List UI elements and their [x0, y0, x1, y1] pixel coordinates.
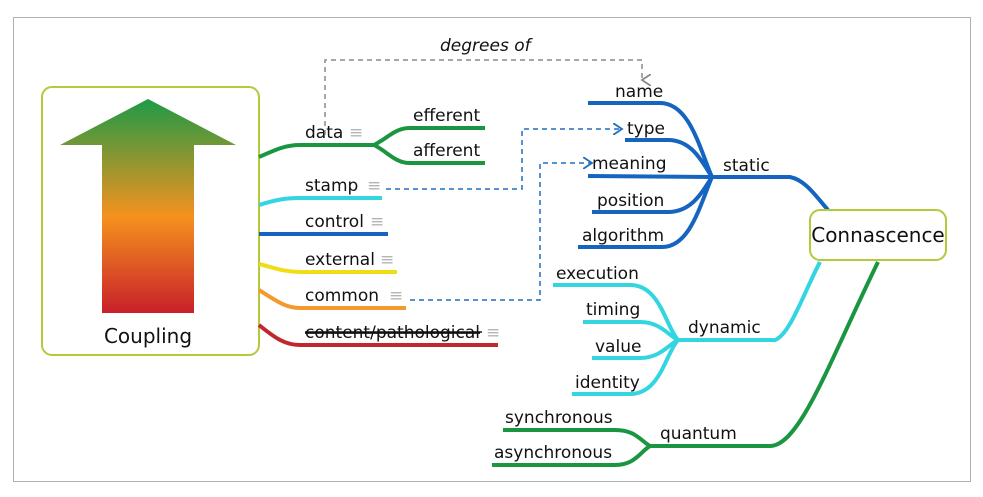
static-item-name: name	[615, 82, 663, 102]
branch-meaning	[587, 174, 713, 179]
stamp-to-type-link	[386, 129, 622, 190]
coupling-title: Coupling	[104, 324, 192, 348]
branch-dynamic	[678, 261, 822, 342]
note-icon: ≡	[370, 212, 384, 232]
branch-afferent	[373, 143, 485, 165]
connascence-title: Connascence	[811, 223, 945, 247]
static-item-meaning: meaning	[592, 154, 667, 174]
coupling-type-efferent: efferent	[413, 106, 480, 126]
coupling-type-common: common	[305, 286, 379, 306]
branch-static	[712, 175, 830, 212]
static-item-type: type	[627, 119, 665, 139]
dynamic-item-value: value	[595, 337, 641, 357]
coupling-type-data: data	[305, 123, 343, 143]
coupling-type-control: control	[305, 212, 364, 232]
branch-content	[257, 323, 498, 347]
branch-algorithm	[578, 176, 714, 249]
branch-name	[588, 101, 714, 178]
connascence-box	[809, 209, 947, 261]
note-icon: ≡	[486, 323, 500, 343]
up-arrow-gradient-icon	[60, 99, 236, 313]
branch-asynchronous	[492, 444, 652, 467]
branch-quantum	[650, 261, 880, 448]
coupling-type-afferent: afferent	[413, 141, 480, 161]
branch-type	[625, 138, 714, 179]
dynamic-item-identity: identity	[575, 373, 640, 393]
static-label: static	[723, 156, 770, 176]
branch-efferent	[373, 126, 485, 147]
branch-identity	[572, 338, 680, 396]
diagram-frame	[13, 17, 971, 482]
branch-stamp	[258, 196, 382, 207]
coupling-type-external: external	[305, 250, 375, 270]
quantum-label: quantum	[660, 424, 737, 444]
branch-data	[258, 143, 374, 159]
static-item-position: position	[597, 191, 664, 211]
degrees-of-link	[324, 59, 642, 135]
coupling-type-content: content/pathological	[305, 323, 480, 343]
static-item-algorithm: algorithm	[582, 226, 664, 246]
note-icon: ≡	[389, 286, 403, 306]
common-to-meaning-link	[410, 163, 592, 301]
dynamic-label: dynamic	[688, 318, 761, 338]
branch-timing	[583, 320, 679, 342]
note-icon: ≡	[349, 123, 363, 143]
note-icon: ≡	[367, 176, 381, 196]
note-icon: ≡	[380, 250, 394, 270]
branch-common	[257, 288, 406, 310]
quantum-item-synchronous: synchronous	[505, 408, 613, 428]
branch-synchronous	[503, 428, 652, 448]
degrees-of-label: degrees of	[440, 36, 534, 56]
dynamic-item-execution: execution	[556, 264, 639, 284]
dynamic-item-timing: timing	[586, 300, 640, 320]
branch-execution	[553, 283, 680, 342]
quantum-item-asynchronous: asynchronous	[494, 443, 612, 463]
coupling-type-stamp: stamp	[305, 176, 358, 196]
branch-external	[258, 262, 397, 274]
